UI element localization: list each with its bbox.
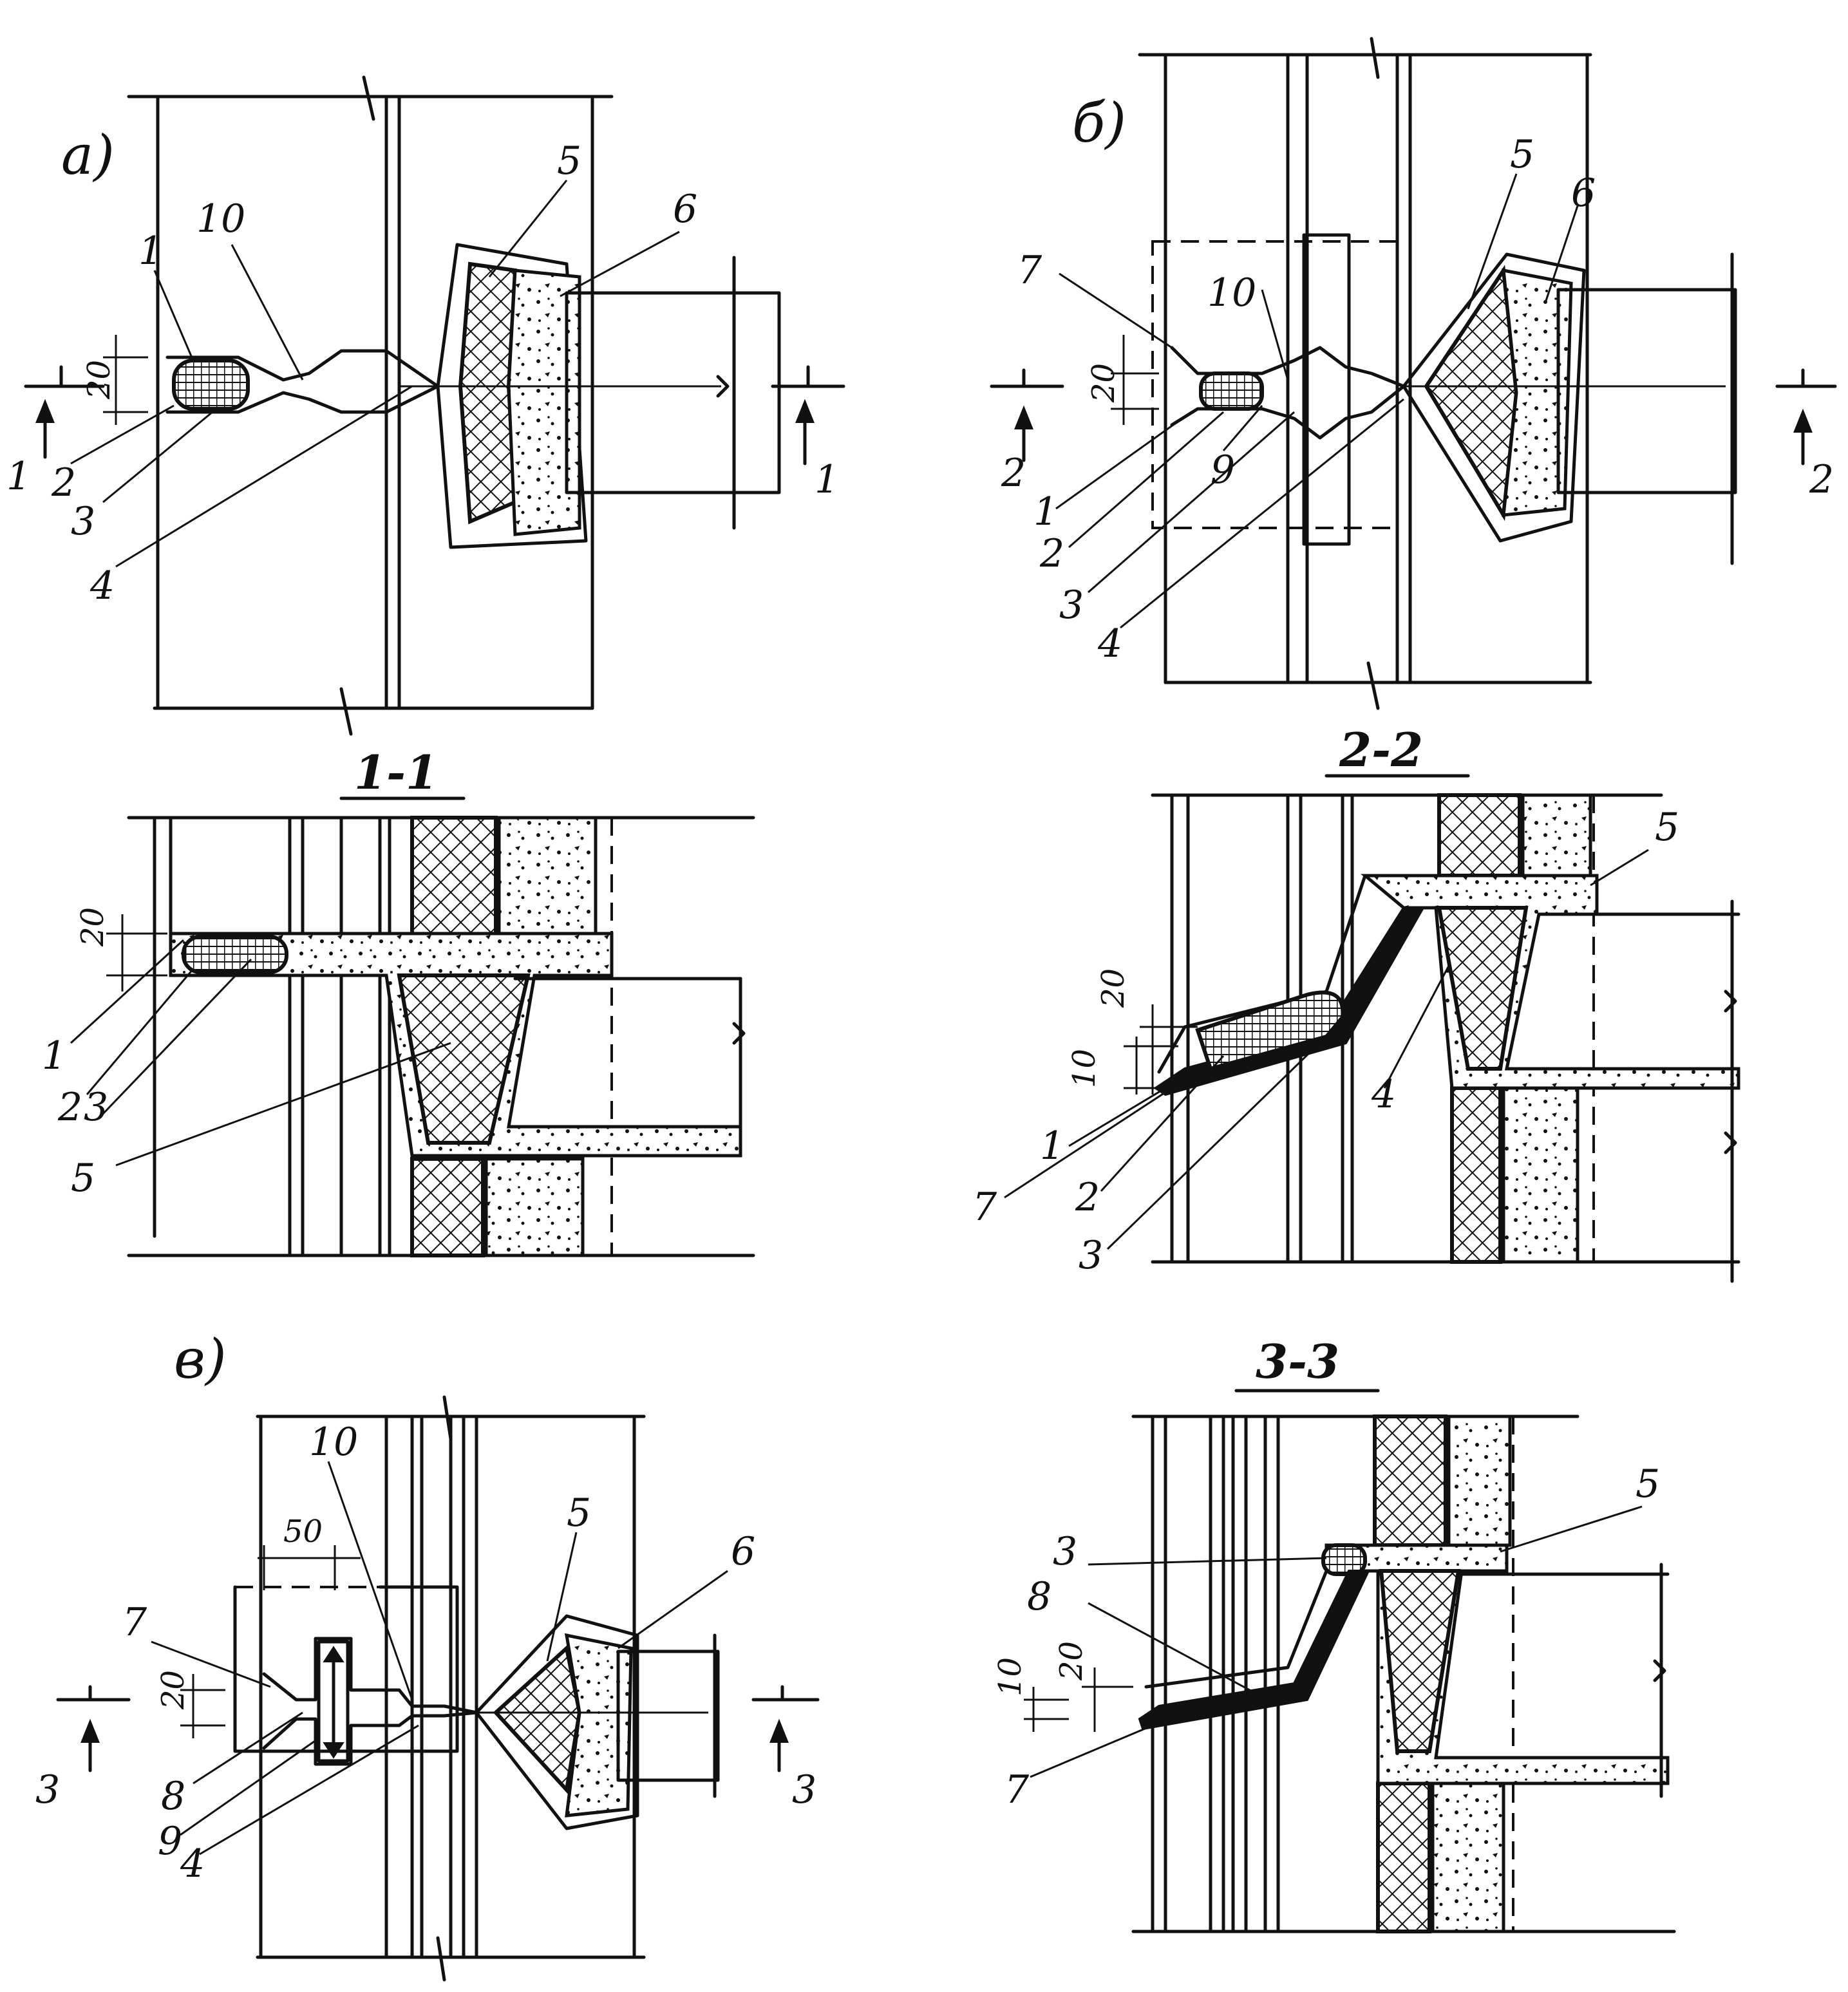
dimension-20: 20 bbox=[1095, 968, 1131, 1008]
callout-3: 3 bbox=[1059, 583, 1084, 628]
callout-1: 1 bbox=[1033, 489, 1058, 534]
insulation-layer bbox=[1376, 1781, 1431, 1933]
concrete-infill bbox=[507, 268, 581, 536]
section-3-3: 3-3 10 20 bbox=[992, 1334, 1676, 1933]
concrete-layer bbox=[497, 816, 598, 942]
callout-2: 2 bbox=[1075, 1175, 1100, 1220]
callout-3: 3 bbox=[84, 1085, 108, 1130]
insulation-insert bbox=[1437, 906, 1529, 1071]
section-mark-right: 1 bbox=[815, 457, 839, 502]
callout-3: 3 bbox=[1053, 1529, 1077, 1574]
dimension-20: 20 bbox=[81, 360, 117, 400]
callout-6: 6 bbox=[731, 1529, 755, 1574]
callout-6: 6 bbox=[1571, 171, 1596, 216]
insulation-insert bbox=[493, 1644, 582, 1794]
callout-10: 10 bbox=[309, 1420, 358, 1465]
callout-2: 2 bbox=[57, 1085, 82, 1130]
callout-3: 3 bbox=[71, 499, 95, 544]
callout-5: 5 bbox=[1636, 1461, 1660, 1507]
sealant-gasket bbox=[1195, 990, 1345, 1071]
sealant-gasket bbox=[1199, 371, 1264, 411]
concrete-infill bbox=[1502, 268, 1573, 517]
panel-label: а) bbox=[61, 124, 115, 187]
concrete-layer bbox=[1431, 1781, 1505, 1933]
section-title: 1-1 bbox=[354, 745, 438, 800]
insulation-insert bbox=[1379, 1569, 1461, 1753]
callout-8: 8 bbox=[161, 1774, 185, 1819]
callout-3: 3 bbox=[1079, 1233, 1103, 1278]
insulation-insert bbox=[397, 973, 531, 1145]
section-2-2: 2-2 20 10 bbox=[972, 722, 1740, 1283]
insulation-layer bbox=[1373, 1414, 1447, 1547]
callout-2: 2 bbox=[51, 460, 76, 505]
section-mark-right: 2 bbox=[1809, 457, 1834, 502]
sealant-gasket bbox=[1321, 1543, 1367, 1576]
panel-v: 50 20 в) 10 5 6 7 8 9 4 3 3 bbox=[35, 1328, 820, 1982]
callout-9: 9 bbox=[158, 1819, 182, 1864]
callout-1: 1 bbox=[42, 1033, 66, 1078]
concrete-layer bbox=[1502, 1086, 1579, 1264]
concrete-layer bbox=[1521, 793, 1592, 878]
section-mark-left: 1 bbox=[6, 454, 31, 499]
callout-1: 1 bbox=[138, 229, 163, 274]
sealant-gasket bbox=[182, 935, 288, 974]
callout-1: 1 bbox=[1040, 1123, 1064, 1169]
section-mark-right: 3 bbox=[792, 1767, 816, 1812]
insulation-layer bbox=[1450, 1086, 1502, 1264]
section-1-1: 1-1 20 1 2 3 5 bbox=[42, 745, 755, 1257]
dimension-10: 10 bbox=[1066, 1049, 1102, 1088]
insulation-insert bbox=[458, 261, 518, 525]
insulation-layer bbox=[410, 1157, 485, 1257]
callout-8: 8 bbox=[1027, 1574, 1051, 1619]
panel-label: в) bbox=[174, 1328, 227, 1391]
callout-7: 7 bbox=[1004, 1767, 1030, 1812]
dimension-10: 10 bbox=[992, 1657, 1028, 1696]
callout-9: 9 bbox=[1211, 447, 1235, 493]
concrete-infill bbox=[564, 1633, 633, 1818]
panel-label: б) bbox=[1072, 91, 1126, 155]
insulation-layer bbox=[1437, 793, 1522, 878]
callout-5: 5 bbox=[1510, 132, 1534, 177]
callout-6: 6 bbox=[673, 187, 697, 232]
dimension-50: 50 bbox=[283, 1514, 323, 1550]
callout-7: 7 bbox=[972, 1185, 997, 1230]
insulation-layer bbox=[410, 816, 498, 942]
section-title: 2-2 bbox=[1339, 722, 1423, 777]
callout-5: 5 bbox=[71, 1156, 95, 1201]
dimension-20: 20 bbox=[155, 1670, 191, 1710]
concrete-layer bbox=[1447, 1414, 1512, 1547]
section-title: 3-3 bbox=[1256, 1334, 1339, 1389]
callout-4: 4 bbox=[90, 563, 115, 608]
section-mark-left: 2 bbox=[1001, 451, 1026, 496]
callout-7: 7 bbox=[1017, 248, 1042, 293]
callout-5: 5 bbox=[567, 1490, 591, 1536]
callout-5: 5 bbox=[557, 138, 581, 183]
callout-4: 4 bbox=[1097, 621, 1122, 666]
section-mark-left: 3 bbox=[35, 1767, 60, 1812]
sealant-gasket bbox=[172, 359, 250, 411]
callout-4: 4 bbox=[180, 1841, 205, 1886]
dimension-20: 20 bbox=[1053, 1641, 1089, 1681]
callout-4: 4 bbox=[1371, 1072, 1396, 1117]
callout-10: 10 bbox=[1207, 270, 1256, 315]
insulation-insert bbox=[1424, 265, 1519, 521]
panel-b: б) 7 10 5 6 9 1 2 3 4 20 2 2 bbox=[990, 37, 1837, 710]
callout-2: 2 bbox=[1039, 531, 1064, 576]
panel-a: а) 1 10 5 6 2 3 4 20 1 1 bbox=[6, 75, 845, 736]
concrete-layer bbox=[484, 1157, 585, 1257]
dimension-20: 20 bbox=[1086, 363, 1122, 403]
callout-5: 5 bbox=[1655, 805, 1679, 850]
dimension-20: 20 bbox=[75, 907, 111, 947]
callout-7: 7 bbox=[122, 1600, 147, 1645]
callout-10: 10 bbox=[196, 196, 245, 241]
